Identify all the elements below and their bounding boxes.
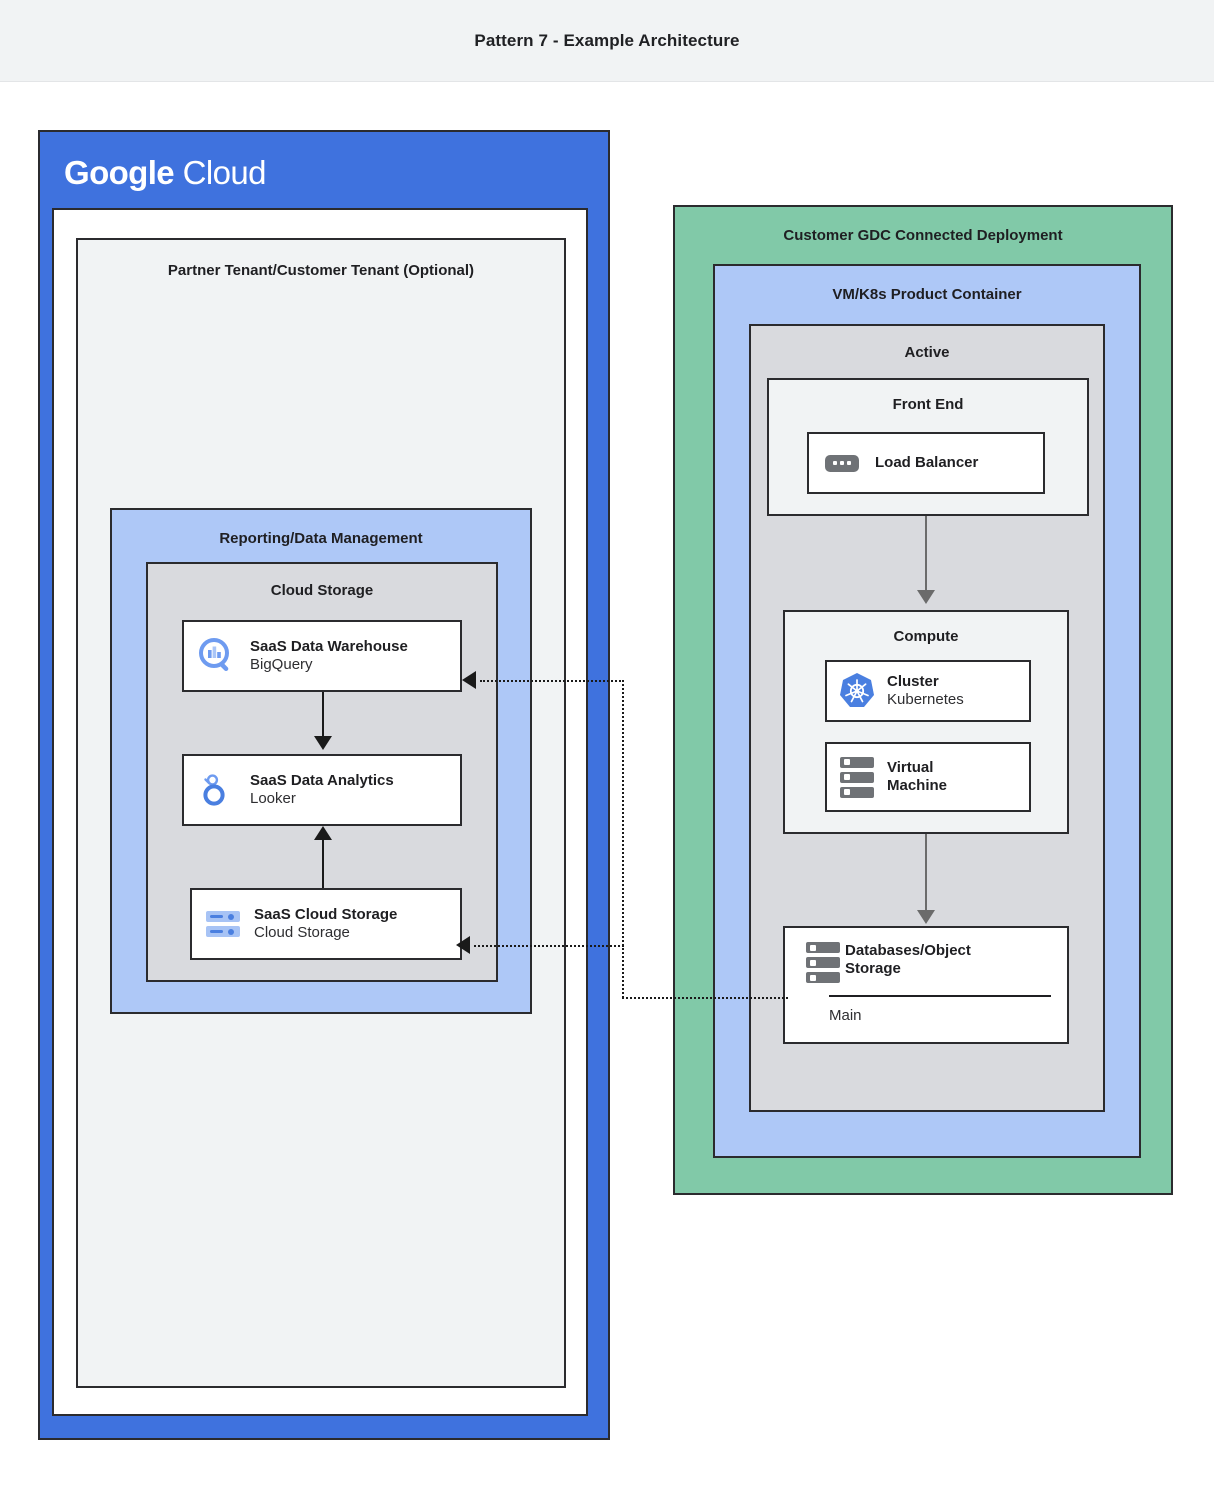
- db-title-line1: Databases/Object: [845, 942, 971, 959]
- node-text: Virtual Machine: [887, 759, 947, 794]
- compute-box: Compute: [783, 610, 1069, 834]
- dotted-connector-from-database: [622, 997, 788, 999]
- arrowhead-up: [314, 826, 332, 840]
- arrow-compute-to-database: [925, 834, 927, 916]
- node-databases-object-storage[interactable]: Databases/Object Storage Main: [783, 926, 1069, 1044]
- arrow-warehouse-to-analytics: [322, 692, 324, 742]
- node-load-balancer[interactable]: Load Balancer: [807, 432, 1045, 494]
- reporting-title: Reporting/Data Management: [219, 530, 423, 547]
- cloud-storage-group: Cloud Storage: [146, 562, 498, 982]
- database-storage-icon: [801, 942, 845, 983]
- server-bars: [206, 911, 240, 937]
- node-text: Cluster Kubernetes: [887, 673, 964, 708]
- server-bars: [840, 756, 874, 798]
- arrowhead-down: [917, 910, 935, 924]
- dotted-connector-to-cloud-storage: [474, 945, 624, 947]
- google-cloud-inner-region: Partner Tenant/Customer Tenant (Optional…: [52, 208, 588, 1416]
- arrow-storage-to-analytics: [322, 840, 324, 890]
- partner-tenant-title: Partner Tenant/Customer Tenant (Optional…: [167, 262, 475, 279]
- looker-icon: [184, 770, 250, 810]
- node-virtual-machine[interactable]: Virtual Machine: [825, 742, 1031, 812]
- db-title-block: Databases/Object Storage: [845, 942, 971, 977]
- logo-google-text: Google: [64, 154, 175, 191]
- virtual-machine-icon: [827, 756, 887, 798]
- kubernetes-icon: [827, 670, 887, 712]
- node-saas-cloud-storage[interactable]: SaaS Cloud Storage Cloud Storage: [190, 888, 462, 960]
- active-title: Active: [904, 344, 950, 361]
- dotted-connector-trunk: [622, 680, 624, 998]
- cloud-storage-icon: [192, 911, 254, 937]
- node-title-line2: Machine: [887, 777, 948, 794]
- node-subtitle: BigQuery: [250, 656, 313, 673]
- reporting-data-management-box: Reporting/Data Management Cloud Storage: [110, 508, 532, 1014]
- vm-k8s-product-container: VM/K8s Product Container Active Front En…: [713, 264, 1141, 1158]
- cloud-storage-group-title: Cloud Storage: [270, 582, 374, 599]
- front-end-box: Front End Load Balancer: [767, 378, 1089, 516]
- node-text: SaaS Cloud Storage Cloud Storage: [254, 906, 397, 941]
- node-text: Load Balancer: [875, 454, 978, 472]
- node-saas-data-analytics[interactable]: SaaS Data Analytics Looker: [182, 754, 462, 826]
- db-subtitle: Main: [829, 1007, 862, 1024]
- db-header: Databases/Object Storage: [785, 928, 1067, 983]
- node-title: SaaS Data Analytics: [250, 772, 394, 790]
- page-header: Pattern 7 - Example Architecture: [0, 0, 1214, 82]
- active-box: Active Front End Load Balancer: [749, 324, 1105, 1112]
- load-balancer-icon: [809, 454, 875, 472]
- node-saas-data-warehouse[interactable]: SaaS Data Warehouse BigQuery: [182, 620, 462, 692]
- product-container-title: VM/K8s Product Container: [832, 286, 1022, 303]
- node-subtitle: Cloud Storage: [254, 924, 350, 941]
- node-title: SaaS Data Warehouse: [250, 638, 408, 656]
- arrowhead-down: [917, 590, 935, 604]
- node-subtitle: Looker: [250, 790, 296, 807]
- google-cloud-logo: Google Cloud: [64, 154, 266, 192]
- logo-cloud-text: Cloud: [182, 154, 267, 191]
- arrowhead-left-warehouse: [462, 671, 476, 689]
- node-subtitle: Kubernetes: [887, 691, 964, 708]
- arrowhead-left-cloud-storage: [456, 936, 470, 954]
- partner-tenant-box: Partner Tenant/Customer Tenant (Optional…: [76, 238, 566, 1388]
- page-title: Pattern 7 - Example Architecture: [474, 30, 740, 50]
- compute-title: Compute: [893, 628, 959, 645]
- node-text: SaaS Data Analytics Looker: [250, 772, 394, 807]
- node-title: Load Balancer: [875, 454, 979, 472]
- front-end-title: Front End: [892, 396, 964, 413]
- dotted-connector-to-warehouse: [480, 680, 624, 682]
- bigquery-icon: [184, 636, 250, 676]
- google-cloud-container: Google Cloud Partner Tenant/Customer Ten…: [38, 130, 610, 1440]
- node-title: Cluster: [887, 673, 939, 691]
- server-bars: [806, 942, 840, 983]
- gdc-deployment-container: Customer GDC Connected Deployment VM/K8s…: [673, 205, 1173, 1195]
- arrowhead-down: [314, 736, 332, 750]
- gdc-title: Customer GDC Connected Deployment: [783, 227, 1063, 244]
- arrow-frontend-to-compute: [925, 516, 927, 596]
- node-text: SaaS Data Warehouse BigQuery: [250, 638, 408, 673]
- node-title: SaaS Cloud Storage: [254, 906, 398, 924]
- db-title-line2: Storage: [845, 959, 901, 977]
- node-title: Virtual: [887, 759, 934, 777]
- db-divider: [829, 995, 1051, 997]
- node-cluster-kubernetes[interactable]: Cluster Kubernetes: [825, 660, 1031, 722]
